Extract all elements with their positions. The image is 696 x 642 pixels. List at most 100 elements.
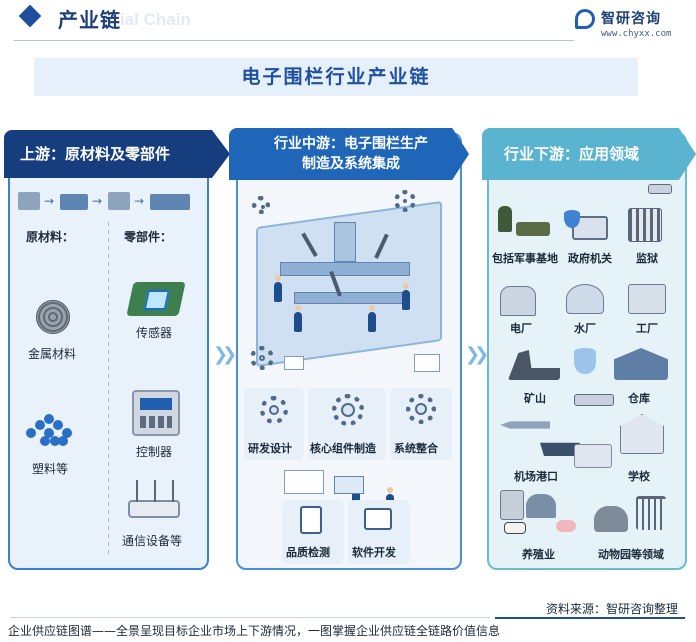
school-building-icon <box>574 444 612 468</box>
footer-divider <box>10 617 490 618</box>
chart-icon <box>284 356 304 370</box>
process-card: 核心组件制造 <box>308 388 386 460</box>
elephant-icon <box>594 506 628 532</box>
worker-figure <box>274 275 282 302</box>
component-label: 通信设备等 <box>122 534 183 548</box>
process-label: 核心组件制造 <box>310 442 376 455</box>
data-source: 资料来源：智研咨询整理 <box>545 602 678 616</box>
component-label: 传感器 <box>136 326 173 340</box>
application-label: 监狱 <box>636 252 658 265</box>
downstream-banner: 行业下游：应用领域 <box>482 128 696 180</box>
barn-icon <box>526 494 556 518</box>
midstream-banner: 行业中游：电子围栏生产 制造及系统集成 <box>229 128 469 180</box>
gears-icon <box>260 396 288 424</box>
upstream-banner: 上游：原材料及零部件 <box>4 130 230 178</box>
midstream-banner-line1: 行业中游：电子围栏生产 <box>274 136 428 152</box>
midstream-banner-line2: 制造及系统集成 <box>302 156 400 172</box>
process-label: 品质检测 <box>286 546 330 559</box>
plastic-pellets-icon <box>26 414 78 448</box>
worker-figure <box>402 283 410 310</box>
process-card: 研发设计 <box>244 388 304 460</box>
shield-icon <box>574 348 596 374</box>
application-label: 包括军事基地 <box>492 252 558 265</box>
supply-flow-illustration: → → → <box>18 190 198 216</box>
camera-icon <box>574 394 614 406</box>
gear-icon <box>332 394 364 426</box>
gear-icon <box>252 196 270 214</box>
application-label: 矿山 <box>524 392 546 405</box>
server-rack-icon <box>334 222 356 262</box>
metal-coil-icon <box>36 300 70 334</box>
component-label: 控制器 <box>136 445 173 459</box>
factory-icon <box>108 192 130 210</box>
gear-icon <box>394 190 416 212</box>
header-divider <box>14 40 574 41</box>
application-label: 政府机关 <box>568 252 612 265</box>
factory-icon <box>18 192 40 210</box>
gear-icon <box>406 394 436 424</box>
cow-icon <box>504 522 526 534</box>
camera-icon <box>648 184 672 194</box>
controller-icon <box>132 390 180 436</box>
process-card: 软件开发 <box>348 500 410 564</box>
farm-silo-icon <box>500 490 524 520</box>
soldier-icon <box>498 206 512 232</box>
application-label: 仓库 <box>628 392 650 405</box>
tank-icon <box>516 222 550 236</box>
application-label: 机场港口 <box>514 470 558 483</box>
process-label: 软件开发 <box>352 546 396 559</box>
application-label: 养殖业 <box>522 548 555 561</box>
application-label: 学校 <box>628 470 650 483</box>
page-title: 产业链 <box>58 8 121 32</box>
arrow-right-icon: → <box>92 194 103 208</box>
worker-figure <box>294 305 302 332</box>
raw-material-label: 金属材料 <box>28 347 77 361</box>
upstream-banner-wrap: 上游：原材料及零部件 <box>4 130 230 178</box>
arrow-right-icon: → <box>44 194 55 208</box>
logo-icon <box>575 9 595 29</box>
router-icon <box>128 480 180 518</box>
power-plant-icon <box>500 286 536 316</box>
flow-arrow-icon: ❯❯ <box>213 344 237 365</box>
factory-illustration <box>244 186 454 376</box>
application-label: 动物园等领域 <box>598 548 664 561</box>
flow-arrow-icon: ❯❯ <box>465 344 489 365</box>
ship-icon <box>540 442 580 456</box>
sensor-icon <box>126 282 186 316</box>
worker-figure <box>368 305 376 332</box>
footer-caption: 企业供应链图谱——全景呈现目标企业市场上下游情况，一图掌握企业供应链全链路价值信… <box>8 624 501 638</box>
factory-icon <box>628 284 666 314</box>
animal-cage-icon <box>636 496 666 530</box>
application-label: 工厂 <box>636 322 658 335</box>
prison-icon <box>628 208 662 242</box>
software-dev-icon <box>364 508 392 530</box>
logo-name: 智研咨询 <box>601 11 661 27</box>
raw-materials-heading: 原材料： <box>26 230 75 244</box>
application-label: 电厂 <box>510 322 532 335</box>
truck-icon <box>60 194 88 210</box>
truck-icon <box>150 194 190 210</box>
process-card: 品质检测 <box>282 500 344 564</box>
process-label: 系统整合 <box>394 442 438 455</box>
pig-icon <box>556 520 576 532</box>
conveyor-belt <box>280 262 410 276</box>
analytics-screen-icon <box>284 470 324 494</box>
brand-logo: 智研咨询 www.chyxx.com <box>575 7 695 41</box>
dashboard-icon <box>414 354 440 372</box>
logo-url: www.chyxx.com <box>601 29 672 39</box>
application-label: 水厂 <box>574 322 596 335</box>
water-plant-icon <box>566 284 604 314</box>
conveyor-belt <box>294 292 404 304</box>
quality-inspection-icon <box>300 506 322 534</box>
shield-icon <box>564 210 580 228</box>
footer-accent-line <box>495 617 685 619</box>
process-card: 系统整合 <box>390 388 452 460</box>
process-label: 研发设计 <box>248 442 292 455</box>
airplane-icon <box>500 421 550 429</box>
gear-icon <box>250 346 274 370</box>
header-watermark: ial Chain <box>120 10 191 29</box>
arrow-right-icon: → <box>134 194 145 208</box>
column-divider <box>108 222 109 557</box>
raw-material-label: 塑料等 <box>32 462 69 476</box>
monitor-icon <box>334 476 364 494</box>
